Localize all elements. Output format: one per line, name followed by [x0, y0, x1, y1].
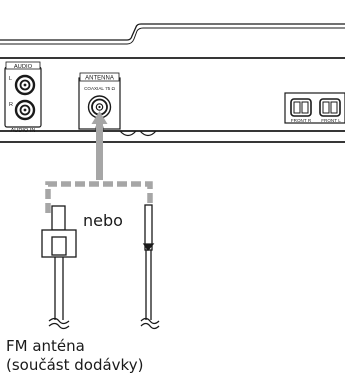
channel-r-label: R — [9, 102, 13, 108]
antenna-label: ANTENNA — [85, 75, 114, 81]
plug-collar — [51, 236, 67, 256]
channel-l-label: L — [9, 76, 12, 82]
panel-foot-left — [119, 130, 137, 137]
or-label: nebo — [83, 211, 123, 230]
chassis-top-outline — [0, 23, 345, 41]
dashed-bracket — [45, 181, 153, 213]
audio-in-label: AUDIO IN — [11, 128, 36, 134]
front-l-label: FRONT L — [321, 118, 341, 123]
coaxial-label: COAXIAL 75 Ω — [84, 86, 115, 91]
panel-foot-right — [139, 130, 157, 137]
speaker-terminals: FRONT R FRONT L — [284, 92, 345, 124]
chassis-inner-line — [0, 27, 345, 45]
arrow-head — [91, 111, 108, 124]
antenna-caption-line1: FM anténa — [6, 337, 85, 355]
connection-arrow — [91, 111, 108, 180]
audio-label: AUDIO — [14, 64, 33, 70]
fm-coaxial-jack[interactable] — [87, 95, 112, 119]
antenna-caption-line2: (součást dodávky) — [6, 356, 144, 374]
wire-break — [140, 317, 160, 330]
coaxial-plug-antenna — [41, 205, 77, 330]
front-r-terminal[interactable] — [290, 98, 312, 117]
audio-label-box — [5, 61, 41, 70]
wire-antenna — [140, 204, 160, 330]
front-r-label: FRONT R — [291, 118, 312, 123]
audio-jack-l[interactable] — [14, 74, 36, 96]
plug-tip — [51, 205, 66, 231]
audio-in-section: AUDIO L R AUDIO IN — [4, 61, 42, 134]
audio-jack-r[interactable] — [14, 99, 36, 121]
antenna-label-box — [79, 72, 120, 82]
unit-chassis — [0, 23, 345, 143]
wire-lug — [142, 243, 155, 252]
wire-tip — [144, 204, 153, 251]
front-l-terminal[interactable] — [319, 98, 341, 117]
plug-cable-break — [48, 317, 70, 330]
arrow-shaft — [96, 120, 103, 180]
